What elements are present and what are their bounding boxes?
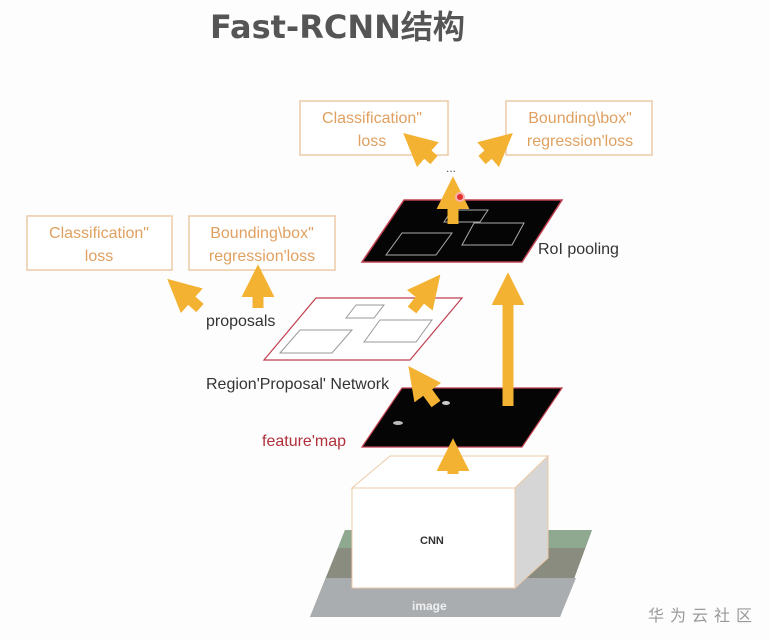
pointer-dot xyxy=(455,192,465,202)
roi-pooling-plane xyxy=(360,199,564,263)
left-classification-line1: Classification" xyxy=(49,225,149,242)
top-classification-line2: loss xyxy=(358,133,386,150)
top-bbox-line2: regression'loss xyxy=(527,133,633,150)
arrow-to-left-classification xyxy=(167,278,204,314)
page-title: Fast-RCNN结构 xyxy=(210,8,465,46)
arrow-to-top-classification xyxy=(403,132,439,168)
left-classification-line2: loss xyxy=(85,248,113,265)
top-bbox-loss-box: Bounding\box" regression'loss xyxy=(505,100,653,156)
feature-map-plane xyxy=(360,387,564,448)
rpn-label: Region'Proposal' Network xyxy=(206,376,390,393)
arrow-feature-to-rpn xyxy=(408,365,442,408)
left-classification-loss-box: Classification" loss xyxy=(26,215,173,271)
left-bbox-loss-box: Bounding\box" regression'loss xyxy=(188,215,336,271)
top-classification-loss-box: Classification" loss xyxy=(299,100,449,156)
ellipsis: ... xyxy=(446,161,456,175)
image-label: image xyxy=(412,599,447,613)
feature-map-label: feature'map xyxy=(262,433,346,450)
roi-pooling-label: RoI pooling xyxy=(538,241,619,258)
arrow-to-top-bbox xyxy=(477,132,513,168)
proposals-plane xyxy=(262,297,464,361)
left-bbox-line1: Bounding\box" xyxy=(210,225,314,242)
top-bbox-line1: Bounding\box" xyxy=(528,110,632,127)
proposals-label: proposals xyxy=(206,313,275,330)
cnn-label: CNN xyxy=(420,535,444,547)
left-bbox-line2: regression'loss xyxy=(209,248,315,265)
watermark: 华为云社区 xyxy=(648,607,758,625)
cnn-block xyxy=(350,454,550,590)
arrow-proposals-to-roi xyxy=(406,274,441,314)
top-classification-line1: Classification" xyxy=(322,110,422,127)
